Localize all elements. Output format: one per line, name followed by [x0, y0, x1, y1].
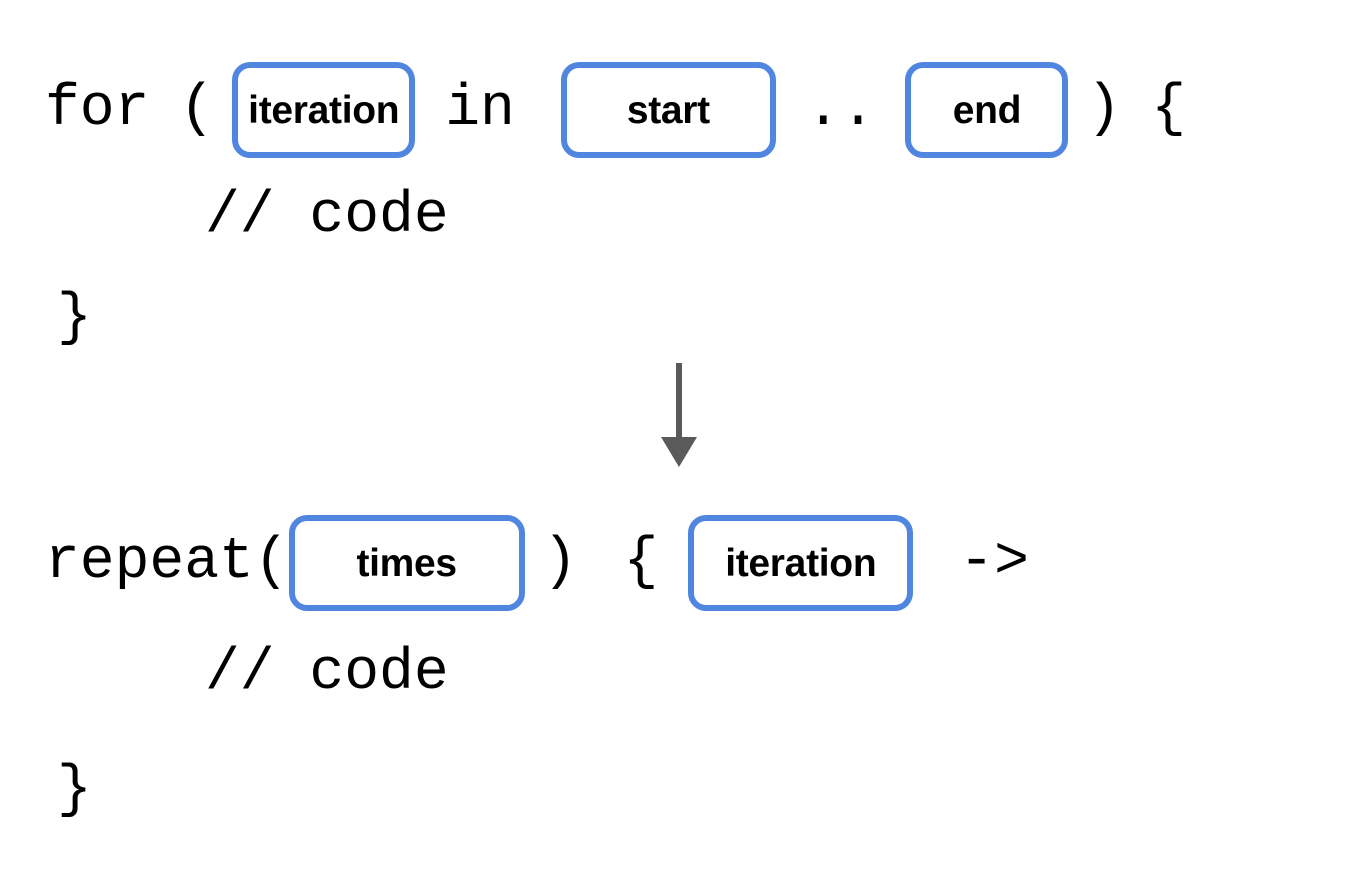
keyword-for: for [45, 77, 150, 142]
code-line-for-statement: for ( iteration in start .. end ) { [45, 62, 1186, 158]
keyword-in: in [445, 77, 515, 142]
comment-text: // code [205, 184, 449, 249]
slot-iteration[interactable]: iteration [688, 515, 914, 611]
function-repeat: repeat( [45, 530, 289, 595]
downward-transform-arrow [661, 363, 697, 467]
close-paren: ) [1086, 77, 1122, 142]
range-operator: .. [805, 77, 876, 142]
open-brace: { [623, 530, 659, 595]
open-brace: { [1151, 77, 1187, 142]
code-line-repeat-statement: repeat( times ) { iteration -> [45, 515, 1029, 611]
close-paren: ) [542, 530, 578, 595]
close-brace: } [57, 286, 92, 351]
lambda-arrow: -> [959, 530, 1029, 595]
open-paren: ( [179, 77, 215, 142]
comment-text: // code [205, 641, 449, 706]
code-line-comment-after: // code [205, 645, 449, 703]
close-brace: } [57, 758, 92, 823]
slot-start[interactable]: start [560, 62, 776, 158]
slot-times[interactable]: times [288, 515, 525, 611]
slot-end[interactable]: end [905, 62, 1069, 158]
code-line-close-brace-after: } [57, 762, 92, 820]
code-line-close-brace-before: } [57, 290, 92, 348]
code-line-comment-before: // code [205, 188, 449, 246]
slot-iteration[interactable]: iteration [232, 62, 416, 158]
